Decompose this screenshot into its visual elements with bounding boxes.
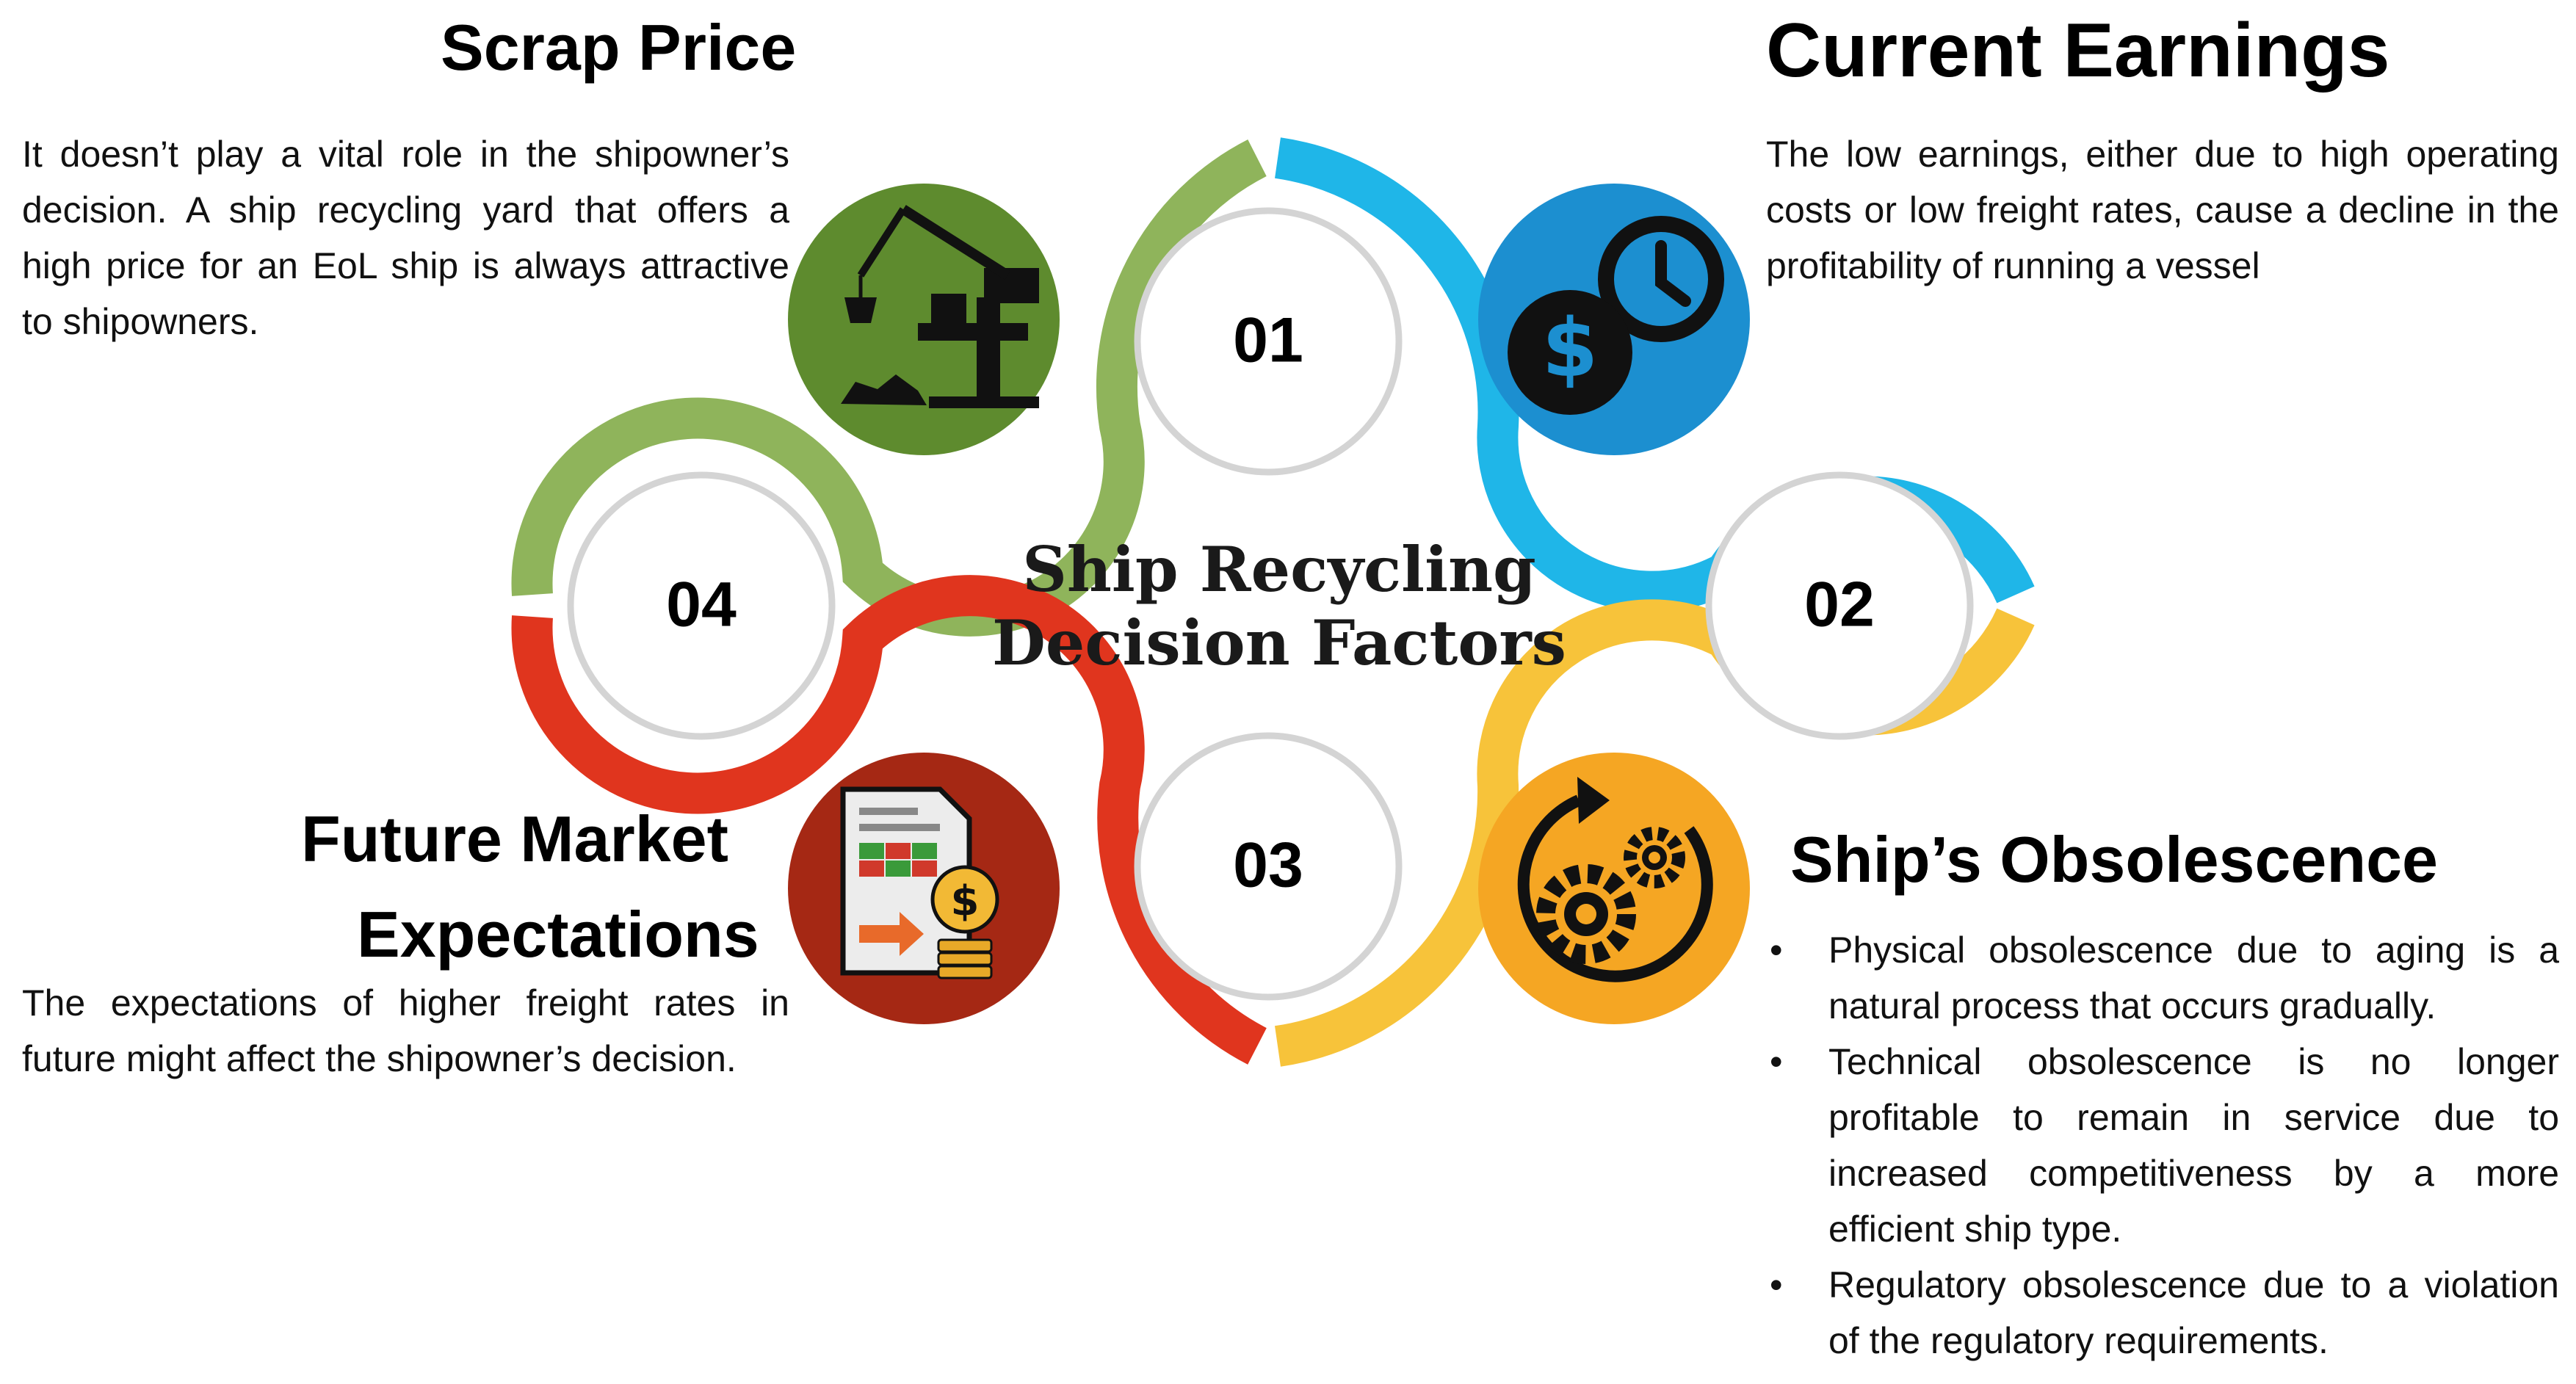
number-ring-02: 02 bbox=[1705, 471, 1974, 740]
svg-text:$: $ bbox=[951, 877, 980, 925]
scrap-price-text: It doesn’t play a vital role in the ship… bbox=[22, 134, 789, 342]
current-earnings-heading: Current Earnings bbox=[1766, 8, 2390, 93]
obsolescence-bullet-physical: Physical obsolescence due to aging is a … bbox=[1770, 922, 2559, 1034]
market-report-icon: $ bbox=[788, 753, 1060, 1024]
obsolescence-bullet-regulatory: Regulatory obsolescence due to a violati… bbox=[1770, 1257, 2559, 1369]
number-ring-03: 03 bbox=[1134, 732, 1403, 1001]
number-03: 03 bbox=[1233, 830, 1303, 901]
future-market-heading-line2: Expectations bbox=[357, 898, 759, 971]
dollar-clock-icon: $ bbox=[1478, 184, 1750, 455]
obsolescence-bullet-list: Physical obsolescence due to aging is a … bbox=[1770, 922, 2559, 1369]
obsolescence-bullet-technical: Technical obsolescence is no longer prof… bbox=[1770, 1034, 2559, 1257]
scrap-price-heading: Scrap Price bbox=[441, 11, 797, 84]
number-04: 04 bbox=[666, 570, 737, 640]
gears-cycle-icon bbox=[1478, 753, 1750, 1024]
number-ring-01: 01 bbox=[1134, 207, 1403, 476]
scrap-crane-icon bbox=[788, 184, 1060, 455]
current-earnings-text: The low earnings, either due to high ope… bbox=[1766, 134, 2559, 286]
number-01: 01 bbox=[1233, 305, 1303, 376]
ships-obsolescence-heading: Ship’s Obsolescence bbox=[1790, 823, 2438, 896]
number-ring-04: 04 bbox=[567, 471, 836, 740]
center-title-line2: Decision Factors bbox=[992, 606, 1566, 679]
number-02: 02 bbox=[1804, 570, 1875, 640]
red-ribbon bbox=[511, 575, 1267, 1065]
future-market-text: The expectations of higher freight rates… bbox=[22, 982, 789, 1079]
center-title-line1: Ship Recycling bbox=[1022, 533, 1536, 606]
svg-text:$: $ bbox=[1542, 301, 1599, 395]
future-market-heading-line1: Future Market bbox=[301, 802, 728, 875]
